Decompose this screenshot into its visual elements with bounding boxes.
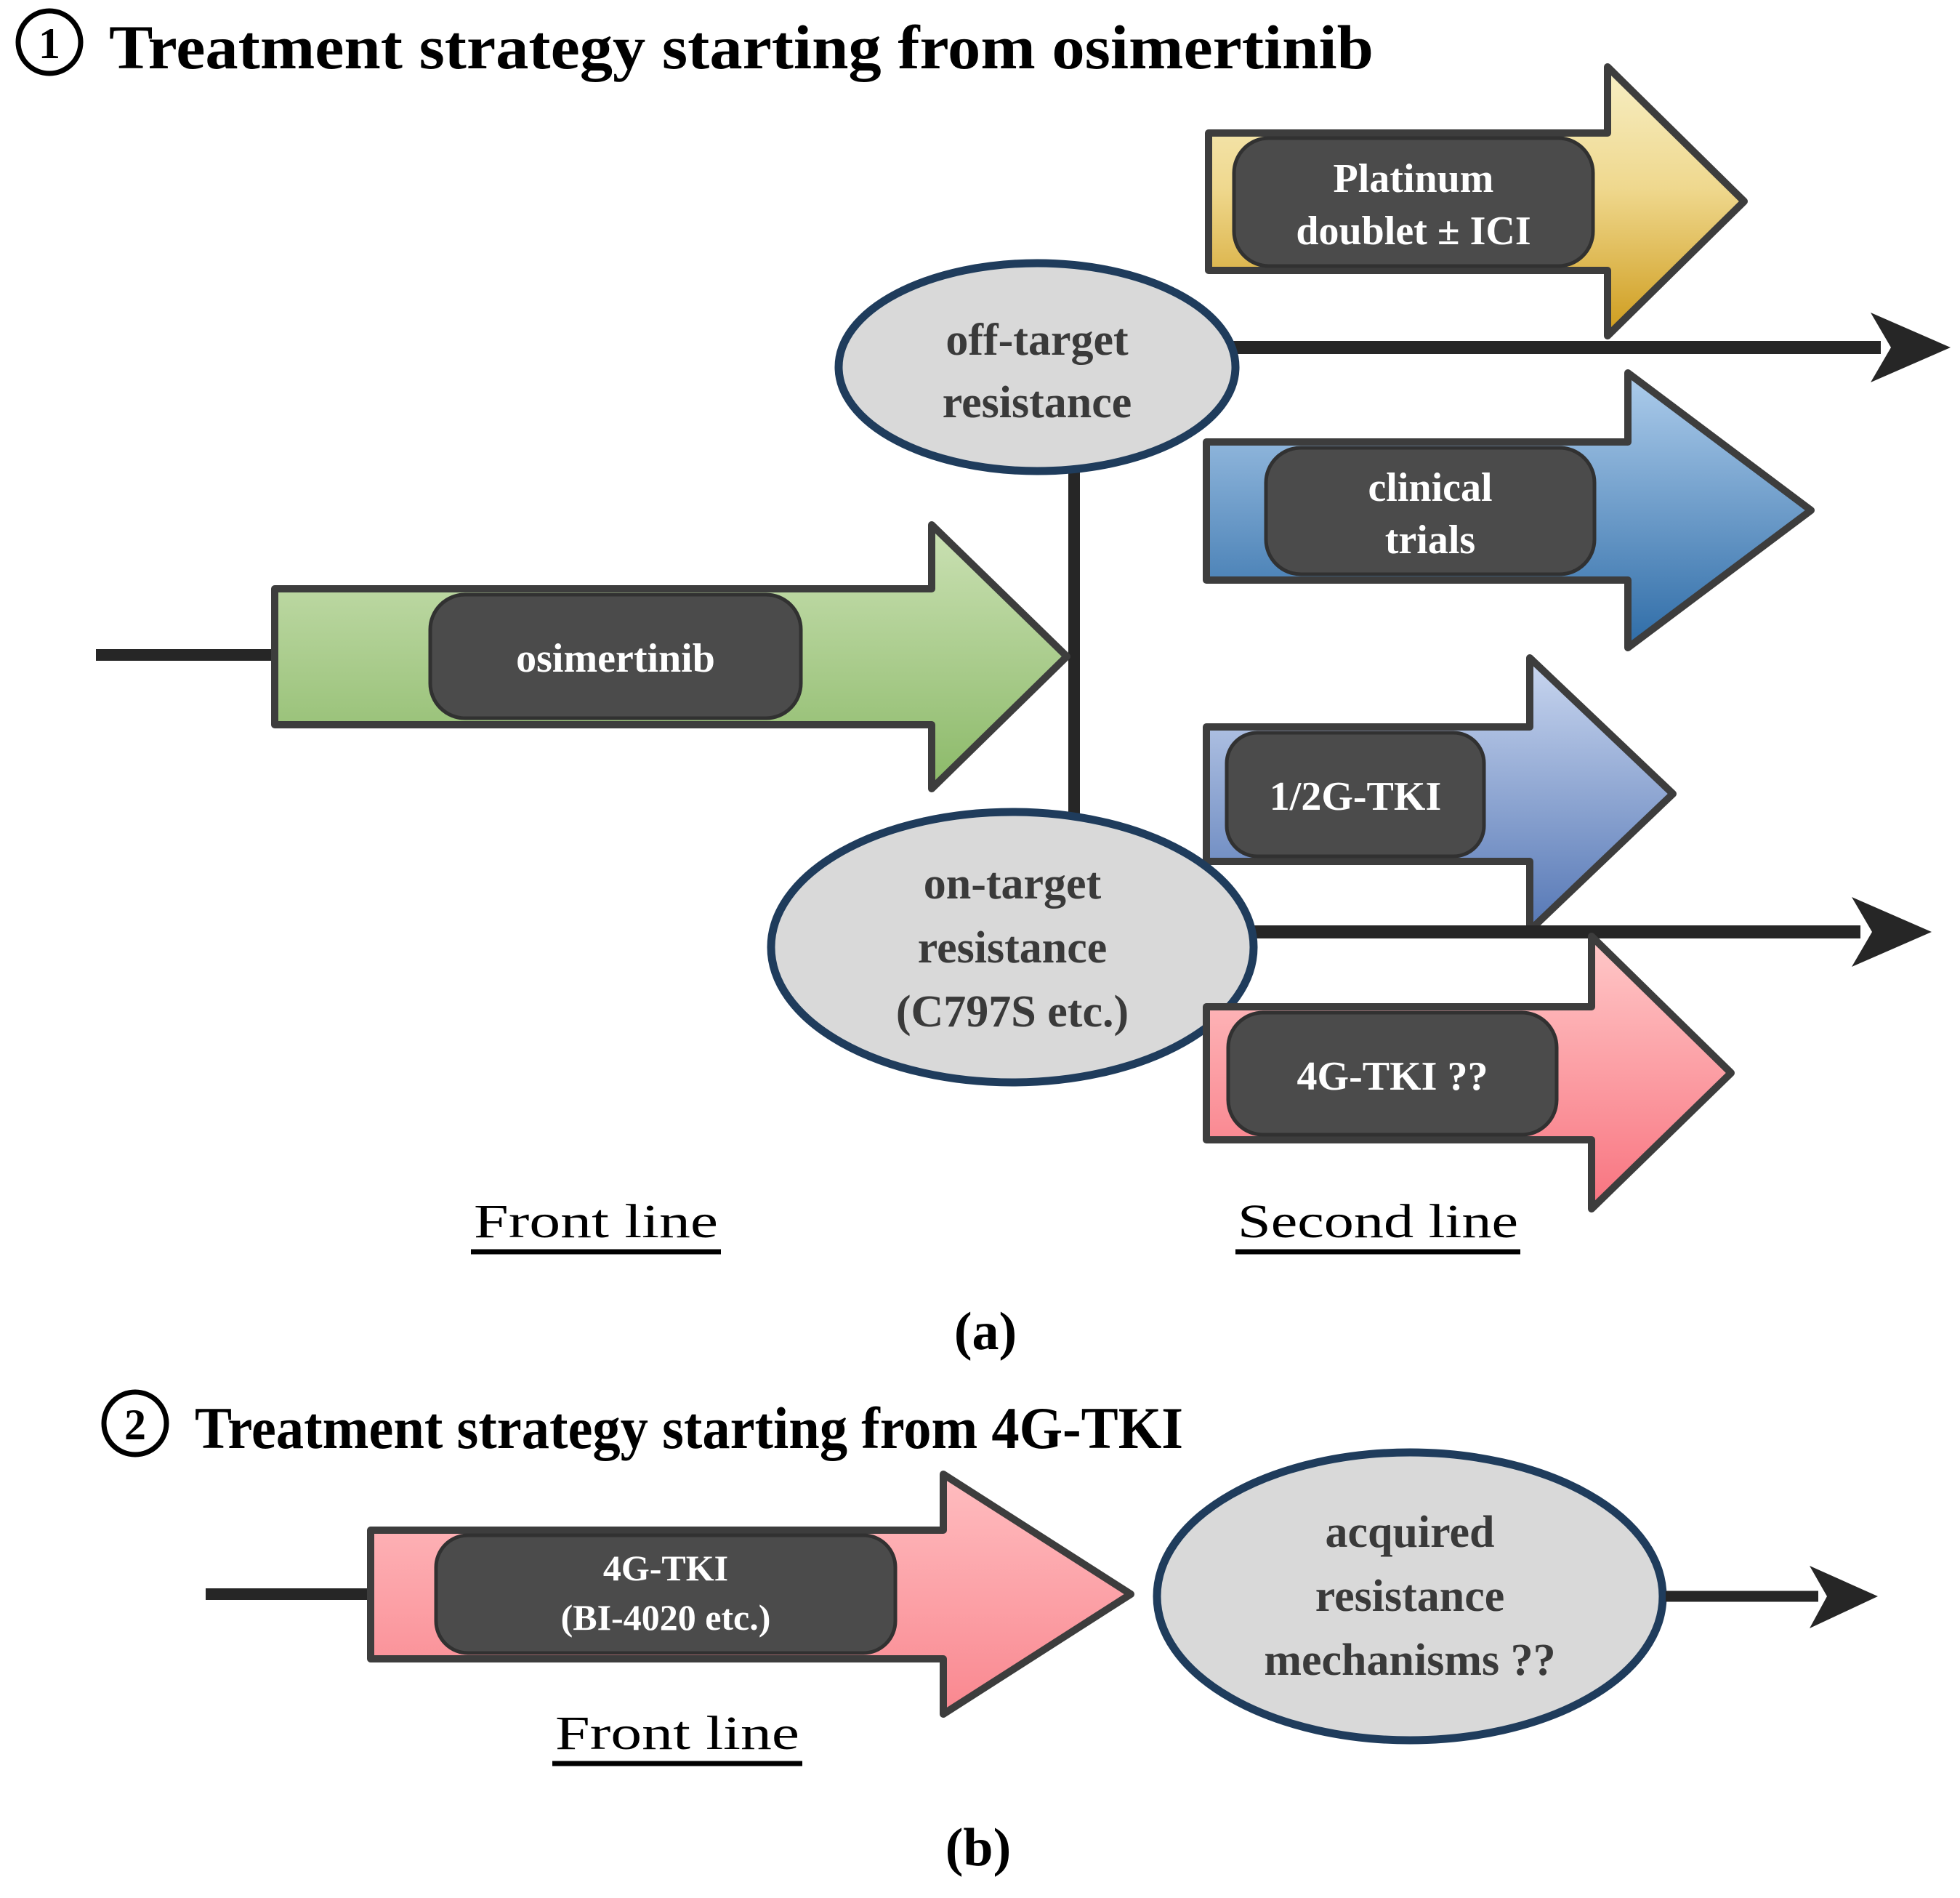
tki4-question-arrow: 4G-TKI ?? bbox=[1203, 933, 1735, 1213]
tki4-question-label: 4G-TKI ?? bbox=[1297, 1054, 1488, 1099]
tki12-label: 1/2G-TKI bbox=[1270, 774, 1441, 819]
clinical-label-line1: clinical bbox=[1368, 465, 1492, 510]
off-target-ellipse bbox=[834, 259, 1240, 475]
acquired-resistance-line3: mechanisms ?? bbox=[1264, 1636, 1555, 1685]
on-target-line3: (C797S etc.) bbox=[896, 987, 1129, 1037]
panel-a: 1 Treatment strategy starting from osime… bbox=[15, 8, 1951, 1362]
osimertinib-arrow: osimertinib bbox=[271, 521, 1070, 792]
acquired-resistance-ellipse bbox=[1153, 1448, 1667, 1745]
tki12-label-box bbox=[1225, 731, 1486, 858]
tki4-frontline-label-box bbox=[434, 1533, 898, 1655]
clinical-label-line2: trials bbox=[1385, 518, 1475, 563]
tki4-frontline-label-line1: 4G-TKI bbox=[603, 1548, 728, 1588]
platinum-label-box bbox=[1232, 136, 1595, 268]
off-target-timeline-arrowhead-icon bbox=[1871, 313, 1951, 382]
panel-a-title-number: 1 bbox=[39, 20, 60, 68]
circled-number-1-icon bbox=[15, 8, 84, 76]
clinical-trials-arrow: clinical trials bbox=[1203, 369, 1815, 651]
panel-b: 2 Treatment strategy starting from 4G-TK… bbox=[101, 1389, 1878, 1878]
panel-a-caption: (a) bbox=[954, 1302, 1017, 1362]
on-target-node: on-target resistance (C797S etc.) bbox=[767, 808, 1258, 1087]
acquired-resistance-exit-arrowhead-icon bbox=[1810, 1566, 1878, 1628]
off-target-line1: off-target bbox=[945, 315, 1129, 365]
platinum-label-line1: Platinum bbox=[1334, 156, 1494, 201]
acquired-resistance-line2: resistance bbox=[1315, 1572, 1505, 1621]
on-target-ellipse bbox=[767, 808, 1258, 1087]
tki4-question-label-box bbox=[1226, 1010, 1559, 1137]
on-target-line2: resistance bbox=[918, 923, 1108, 973]
on-target-line1: on-target bbox=[924, 859, 1102, 909]
on-target-timeline-arrowhead-icon bbox=[1852, 897, 1932, 967]
panel-a-title: 1 Treatment strategy starting from osime… bbox=[15, 8, 1374, 82]
circled-number-2-icon bbox=[101, 1389, 169, 1457]
panel-b-title: 2 Treatment strategy starting from 4G-TK… bbox=[101, 1389, 1183, 1461]
clinical-label-box bbox=[1264, 446, 1597, 576]
second-line-text: Second line bbox=[1238, 1195, 1518, 1248]
off-target-line2: resistance bbox=[943, 378, 1132, 427]
platinum-label-line2: doublet ± ICI bbox=[1296, 209, 1531, 254]
tki4-frontline-arrow: 4G-TKI (BI-4020 etc.) bbox=[367, 1471, 1134, 1718]
front-line-label-b: Front line bbox=[552, 1707, 802, 1766]
panel-b-title-text: Treatment strategy starting from 4G-TKI bbox=[195, 1395, 1183, 1461]
panel-a-title-text: Treatment strategy starting from osimert… bbox=[109, 12, 1374, 82]
panel-b-title-number: 2 bbox=[124, 1401, 146, 1449]
osimertinib-label-box bbox=[428, 592, 803, 720]
front-line-label-a: Front line bbox=[471, 1195, 721, 1255]
tki4-frontline-label-line2: (BI-4020 etc.) bbox=[561, 1597, 771, 1638]
front-line-text-a: Front line bbox=[474, 1195, 718, 1248]
tki12-arrow: 1/2G-TKI bbox=[1203, 654, 1677, 934]
acquired-resistance-node: acquired resistance mechanisms ?? bbox=[1153, 1448, 1667, 1745]
osimertinib-label: osimertinib bbox=[516, 636, 715, 681]
panel-b-caption: (b) bbox=[945, 1818, 1011, 1878]
second-line-label: Second line bbox=[1235, 1195, 1520, 1255]
platinum-doublet-arrow: Platinum doublet ± ICI bbox=[1205, 63, 1748, 339]
front-line-text-b: Front line bbox=[555, 1707, 799, 1760]
acquired-resistance-line1: acquired bbox=[1325, 1508, 1494, 1557]
off-target-node: off-target resistance bbox=[834, 259, 1240, 475]
